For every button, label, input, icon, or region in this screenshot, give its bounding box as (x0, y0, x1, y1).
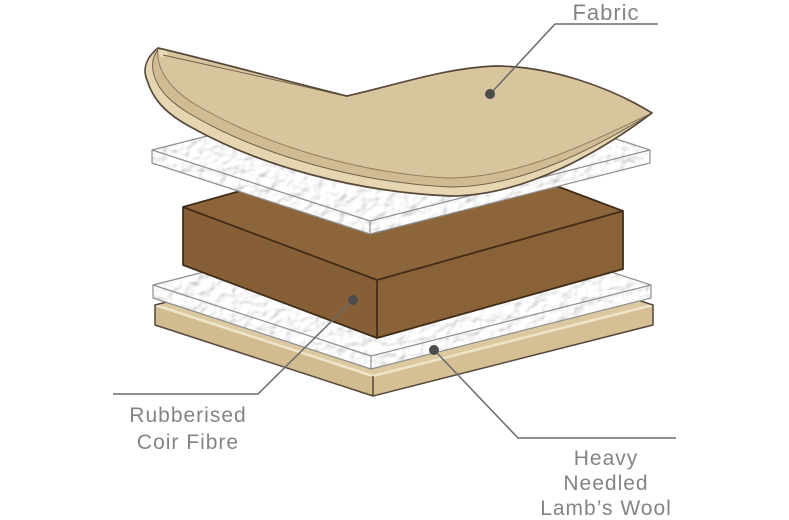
fabric-seam-outer (152, 49, 653, 188)
fabric-leader-dot (485, 89, 495, 99)
wool-label-line2: Needled (563, 472, 649, 495)
fabric-label: Fabric (572, 0, 640, 25)
annotations (113, 23, 676, 439)
coir-front-right-face (377, 211, 623, 338)
wool-leader-line (436, 352, 676, 439)
fabric-leader-line (491, 23, 658, 93)
fabric-seam-inner (157, 49, 653, 179)
coir-label-line2: Coir Fibre (136, 431, 240, 454)
base-front-left-face (155, 305, 373, 396)
fabric-outline (144, 47, 653, 197)
fabric-layer (144, 47, 653, 197)
fabric-edge-band (145, 48, 652, 196)
coir-front-left-face (183, 207, 377, 338)
coir-leader-dot (348, 295, 358, 305)
base-front-right-face (373, 305, 653, 396)
coir-leader-line (113, 302, 351, 395)
wool-label-line3: Lamb’s Wool (540, 497, 672, 520)
wool-leader-dot (429, 345, 439, 355)
fabric-shade-band (152, 50, 652, 187)
wool-label-line1: Heavy (573, 447, 639, 470)
lambs-wool-label: Heavy Needled Lamb’s Wool (506, 446, 706, 520)
coir-fibre-label: Rubberised Coir Fibre (88, 402, 288, 456)
coir-label-line1: Rubberised (129, 404, 247, 427)
